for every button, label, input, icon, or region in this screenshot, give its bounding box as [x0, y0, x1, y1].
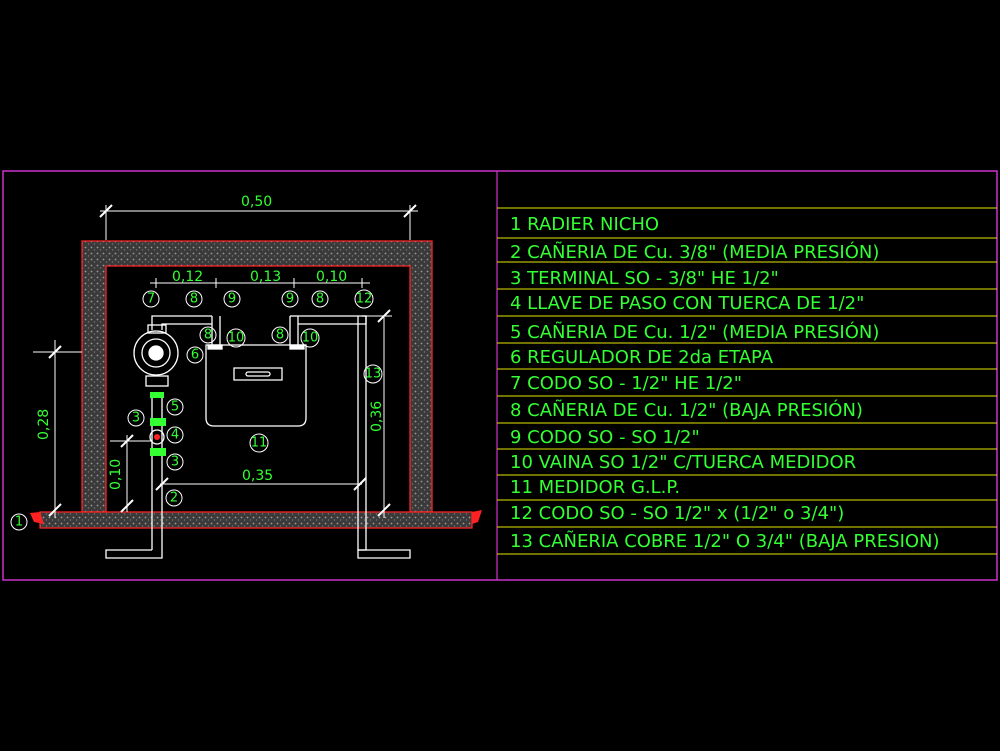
legend: 1 RADIER NICHO 2 CAÑERIA DE Cu. 3/8" (ME…	[510, 214, 940, 552]
regulator-icon	[133, 324, 179, 387]
callout-13: 13	[363, 364, 383, 384]
svg-text:12: 12	[356, 292, 373, 307]
svg-text:13: 13	[365, 367, 382, 382]
svg-text:3: 3	[171, 455, 179, 470]
legend-item-8: 8 CAÑERIA DE Cu. 1/2" (BAJA PRESIÓN)	[510, 399, 863, 421]
callout-8d: 8	[271, 326, 289, 344]
svg-text:10: 10	[228, 331, 245, 346]
dim-segment-3: 0,10	[316, 269, 347, 285]
callouts: 1 2 3 3 4 5 6 7 8 9 9 8 12 8 10 8 10 11 …	[10, 289, 383, 531]
svg-text:7: 7	[147, 292, 155, 307]
dim-bottom-width: 0,35	[242, 468, 273, 484]
svg-text:6: 6	[191, 348, 199, 363]
legend-item-6: 6 REGULADOR DE 2da ETAPA	[510, 347, 774, 368]
legend-item-11: 11 MEDIDOR G.L.P.	[510, 477, 680, 498]
callout-9a: 9	[223, 290, 241, 308]
svg-text:4: 4	[171, 428, 179, 443]
dim-segment-1: 0,12	[172, 269, 203, 285]
svg-text:1: 1	[15, 515, 23, 530]
valve-icon	[149, 392, 166, 456]
svg-text:8: 8	[276, 328, 284, 343]
svg-text:5: 5	[171, 400, 179, 415]
callout-8b: 8	[311, 290, 329, 308]
callout-8c: 8	[199, 326, 217, 344]
dimension-lines	[33, 204, 418, 518]
svg-text:9: 9	[286, 292, 294, 307]
svg-text:10: 10	[302, 331, 319, 346]
callout-10a: 10	[226, 328, 246, 348]
svg-text:2: 2	[170, 491, 178, 506]
callout-3a: 3	[127, 409, 145, 427]
callout-8a: 8	[185, 290, 203, 308]
svg-text:11: 11	[251, 436, 268, 451]
callout-11: 11	[249, 433, 269, 453]
gas-meter-icon	[205, 344, 307, 427]
dim-height-right: 0,36	[369, 401, 385, 432]
callout-7: 7	[142, 290, 160, 308]
legend-item-3: 3 TERMINAL SO - 3/8" HE 1/2"	[510, 268, 779, 289]
svg-text:8: 8	[316, 292, 324, 307]
legend-item-1: 1 RADIER NICHO	[510, 214, 659, 235]
callout-6: 6	[186, 346, 204, 364]
svg-text:9: 9	[228, 292, 236, 307]
legend-item-7: 7 CODO SO - 1/2" HE 1/2"	[510, 373, 742, 394]
legend-table-lines	[497, 207, 997, 555]
callout-3b: 3	[166, 453, 184, 471]
niche-wall	[30, 240, 482, 529]
dim-segment-2: 0,13	[250, 269, 281, 285]
callout-5: 5	[166, 398, 184, 416]
drawing-frame	[2, 170, 998, 581]
callout-4: 4	[166, 426, 184, 444]
svg-text:3: 3	[132, 411, 140, 426]
callout-12: 12	[354, 289, 374, 309]
legend-item-13: 13 CAÑERIA COBRE 1/2" O 3/4" (BAJA PRESI…	[510, 530, 940, 552]
svg-text:8: 8	[204, 328, 212, 343]
callout-2: 2	[165, 489, 183, 507]
dim-overall-width: 0,50	[241, 194, 272, 210]
legend-item-4: 4 LLAVE DE PASO CON TUERCA DE 1/2"	[510, 293, 864, 314]
dim-height-left: 0,28	[36, 409, 52, 440]
dim-height-low: 0,10	[108, 459, 124, 490]
legend-item-2: 2 CAÑERIA DE Cu. 3/8" (MEDIA PRESIÓN)	[510, 241, 879, 263]
callout-1: 1	[10, 513, 28, 531]
callout-10b: 10	[300, 328, 320, 348]
legend-item-9: 9 CODO SO - SO 1/2"	[510, 427, 700, 448]
legend-item-5: 5 CAÑERIA DE Cu. 1/2" (MEDIA PRESIÓN)	[510, 321, 879, 343]
callout-9b: 9	[281, 290, 299, 308]
legend-item-12: 12 CODO SO - SO 1/2" x (1/2" o 3/4")	[510, 503, 844, 524]
dimension-texts: 0,50 0,12 0,13 0,10 0,28 0,10 0,36 0,35	[36, 194, 385, 490]
legend-item-10: 10 VAINA SO 1/2" C/TUERCA MEDIDOR	[510, 452, 856, 473]
svg-text:8: 8	[190, 292, 198, 307]
